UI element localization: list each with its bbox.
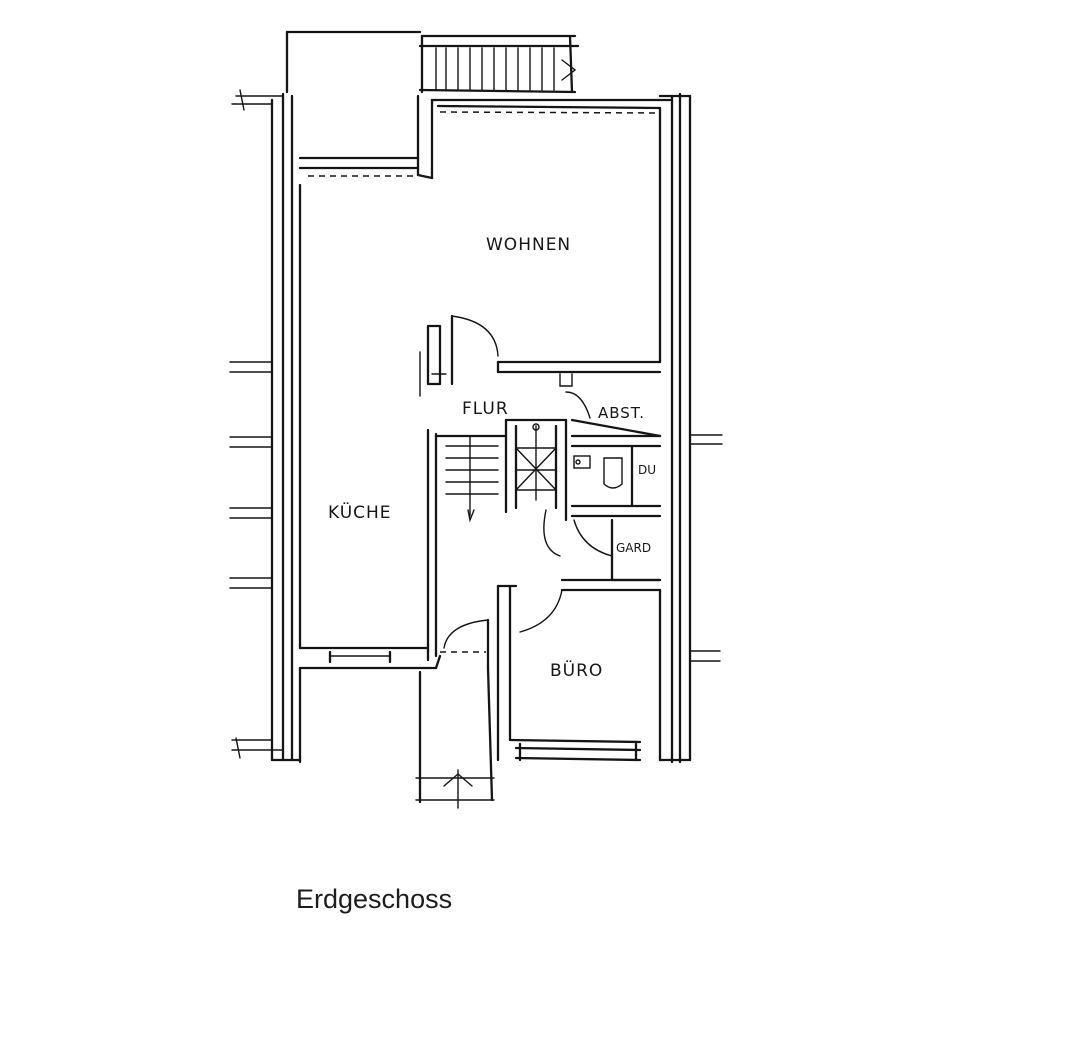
room-label-flur: FLUR xyxy=(462,399,509,419)
left-exterior-wall xyxy=(229,89,302,764)
shower-room xyxy=(543,444,662,557)
living-room-walls xyxy=(430,98,672,387)
room-label-buero: BÜRO xyxy=(550,659,603,681)
room-label-du: DU xyxy=(638,463,656,477)
floor-caption: Erdgeschoss xyxy=(296,884,453,914)
right-exterior-wall xyxy=(658,92,723,764)
storage-room xyxy=(564,391,662,522)
kitchen-walls xyxy=(298,646,438,670)
living-room-door xyxy=(419,314,499,397)
exterior-stair-top xyxy=(418,34,580,94)
room-label-kueche: KÜCHE xyxy=(328,501,392,523)
interior-staircase xyxy=(426,418,568,662)
terrace-area xyxy=(285,30,434,180)
room-label-wohnen: WOHNEN xyxy=(486,235,571,255)
office-walls xyxy=(508,578,662,762)
entrance xyxy=(415,584,518,809)
room-label-gard: GARD xyxy=(616,541,651,555)
room-label-abst: ABST. xyxy=(598,404,645,422)
